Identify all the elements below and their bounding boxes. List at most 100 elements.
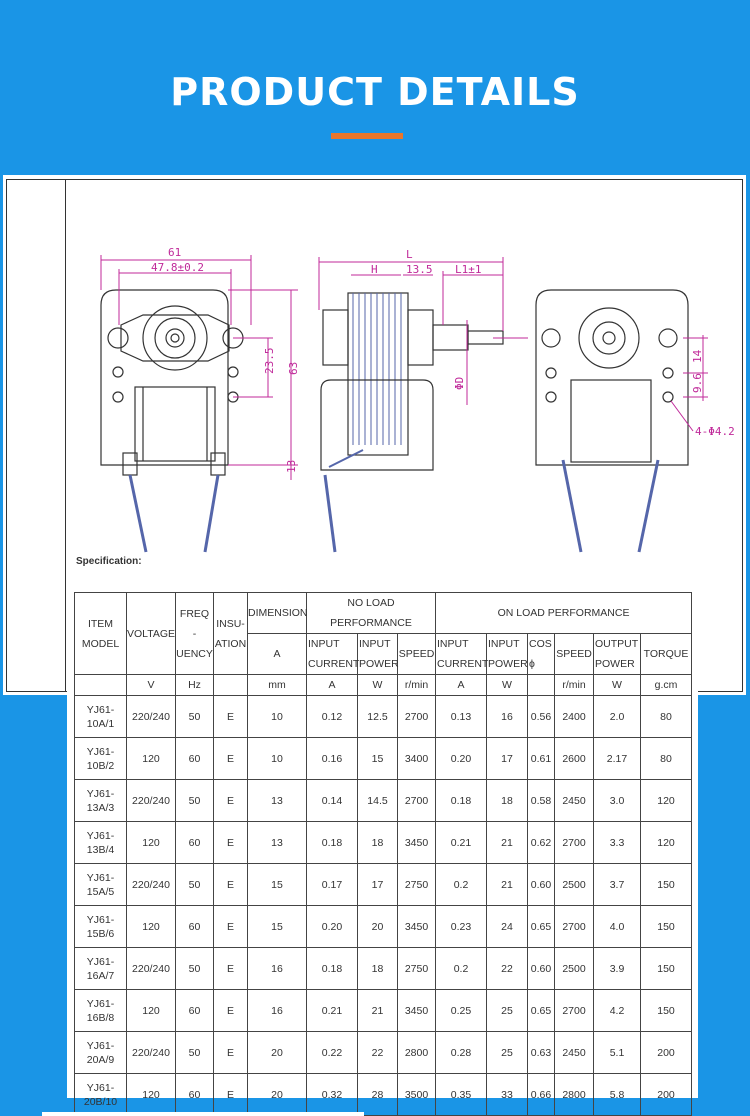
bottom-bar bbox=[42, 1112, 364, 1116]
front-view bbox=[100, 289, 244, 553]
model-cell: YJ61-16B/8 bbox=[74, 989, 127, 1032]
table-cell: 0.20 bbox=[435, 737, 488, 780]
unit-cell: g.cm bbox=[640, 674, 693, 696]
dim-63: 63 bbox=[287, 362, 300, 375]
table-cell: 16 bbox=[247, 947, 307, 990]
table-cell: 220/240 bbox=[126, 947, 176, 990]
table-cell: 2700 bbox=[396, 695, 437, 738]
title-underline bbox=[331, 133, 403, 139]
table-cell: 60 bbox=[175, 821, 214, 864]
model-cell: YJ61-20A/9 bbox=[74, 1031, 127, 1074]
table-cell: 18 bbox=[486, 779, 529, 822]
table-cell: 0.56 bbox=[527, 695, 556, 738]
table-cell: 16 bbox=[247, 989, 307, 1032]
dim-hole: 4-Φ4.2 bbox=[695, 425, 735, 438]
unit-cell bbox=[213, 674, 248, 696]
table-cell: E bbox=[213, 863, 248, 906]
model-cell: YJ61-20B/10 bbox=[74, 1073, 127, 1116]
header-no-load: NO LOAD PERFORMANCE bbox=[305, 592, 437, 634]
dim-14: 14 bbox=[691, 349, 704, 363]
table-cell: 60 bbox=[175, 1073, 214, 1116]
specification-label: Specification: bbox=[76, 556, 142, 567]
table-cell: 3.7 bbox=[593, 863, 642, 906]
table-cell: 0.21 bbox=[435, 821, 488, 864]
model-cell: YJ61-16A/7 bbox=[74, 947, 127, 990]
table-cell: 0.65 bbox=[527, 905, 556, 948]
table-cell: 13 bbox=[247, 779, 307, 822]
dim-phi-D: ΦD bbox=[453, 377, 466, 390]
unit-cell: r/min bbox=[554, 674, 595, 696]
table-cell: 2750 bbox=[396, 863, 437, 906]
table-cell: 80 bbox=[640, 737, 693, 780]
unit-cell: W bbox=[357, 674, 398, 696]
table-cell: 2500 bbox=[554, 863, 595, 906]
table-cell: 0.20 bbox=[306, 905, 358, 948]
table-cell: 120 bbox=[126, 737, 176, 780]
table-cell: 3.9 bbox=[593, 947, 642, 990]
unit-cell: A bbox=[435, 674, 488, 696]
table-cell: 0.14 bbox=[306, 779, 358, 822]
dim-47-8: 47.8±0.2 bbox=[151, 261, 204, 274]
table-cell: 120 bbox=[126, 1073, 176, 1116]
table-cell: 12.5 bbox=[357, 695, 398, 738]
table-cell: E bbox=[213, 737, 248, 780]
dim-13-5: 13.5 bbox=[406, 263, 433, 276]
unit-cell: Hz bbox=[175, 674, 214, 696]
model-cell: YJ61-15A/5 bbox=[74, 863, 127, 906]
table-cell: E bbox=[213, 947, 248, 990]
table-cell: 150 bbox=[640, 905, 693, 948]
table-cell: 5.8 bbox=[593, 1073, 642, 1116]
table-cell: 2400 bbox=[554, 695, 595, 738]
table-cell: 10 bbox=[247, 695, 307, 738]
table-cell: 4.2 bbox=[593, 989, 642, 1032]
table-cell: 120 bbox=[126, 989, 176, 1032]
dim-L: L bbox=[406, 248, 413, 261]
table-cell: 0.63 bbox=[527, 1031, 556, 1074]
header-speed-load: SPEED bbox=[554, 633, 595, 675]
unit-cell: A bbox=[306, 674, 358, 696]
table-cell: 0.2 bbox=[435, 947, 488, 990]
unit-cell: W bbox=[593, 674, 642, 696]
table-cell: 0.12 bbox=[306, 695, 358, 738]
table-cell: 20 bbox=[247, 1031, 307, 1074]
unit-cell: W bbox=[486, 674, 529, 696]
unit-cell: V bbox=[126, 674, 176, 696]
table-cell: 220/240 bbox=[126, 863, 176, 906]
table-cell: 16 bbox=[486, 695, 529, 738]
table-cell: 0.13 bbox=[435, 695, 488, 738]
unit-cell bbox=[527, 674, 556, 696]
table-cell: E bbox=[213, 695, 248, 738]
table-cell: 2.17 bbox=[593, 737, 642, 780]
table-cell: 120 bbox=[126, 821, 176, 864]
model-cell: YJ61-10B/2 bbox=[74, 737, 127, 780]
header-dim-a: A bbox=[247, 633, 307, 675]
table-cell: 2450 bbox=[554, 1031, 595, 1074]
table-cell: 2.0 bbox=[593, 695, 642, 738]
table-cell: 18 bbox=[357, 947, 398, 990]
table-cell: 10 bbox=[247, 737, 307, 780]
table-cell: 0.65 bbox=[527, 989, 556, 1032]
header-dimension: DIMENSION bbox=[247, 592, 308, 634]
table-cell: 2700 bbox=[396, 779, 437, 822]
table-cell: 0.22 bbox=[306, 1031, 358, 1074]
dim-13: 13 bbox=[285, 460, 298, 473]
table-cell: 25 bbox=[486, 1031, 529, 1074]
table-cell: 0.58 bbox=[527, 779, 556, 822]
table-cell: 50 bbox=[175, 863, 214, 906]
table-cell: 0.28 bbox=[435, 1031, 488, 1074]
header-speed: SPEED bbox=[396, 633, 437, 675]
table-cell: 0.2 bbox=[435, 863, 488, 906]
table-cell: 120 bbox=[640, 821, 693, 864]
header-frequency: FREQ-UENCY bbox=[175, 592, 214, 675]
table-cell: 60 bbox=[175, 905, 214, 948]
header-on-load: ON LOAD PERFORMANCE bbox=[435, 592, 693, 634]
